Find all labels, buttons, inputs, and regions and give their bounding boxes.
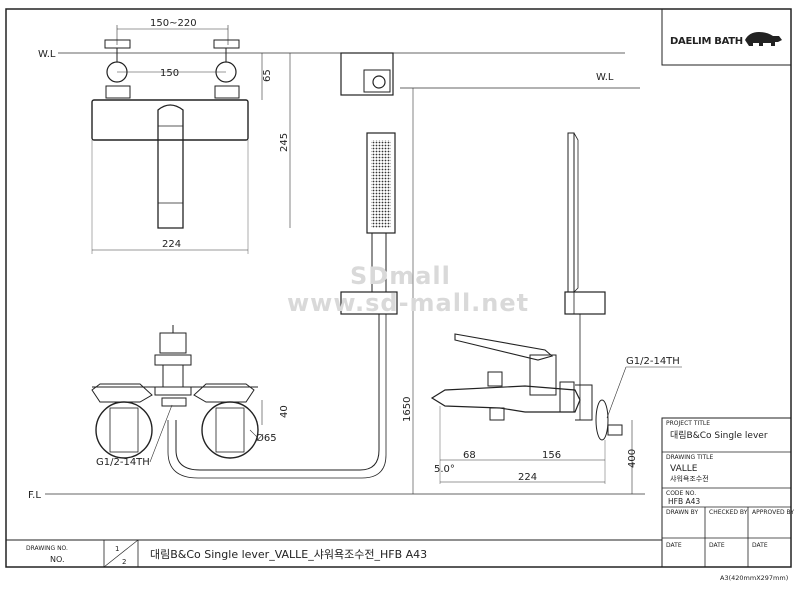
wl-left-label: W.L xyxy=(38,49,56,60)
sheet-total: 2 xyxy=(122,558,126,566)
shower-head xyxy=(366,132,396,234)
fl-label: F.L xyxy=(28,490,41,501)
dim-150: 150 xyxy=(160,68,179,79)
watermark-line2: www.sd-mall.net xyxy=(287,289,529,317)
sheet-number: 1 xyxy=(115,545,119,553)
drawing-title-1: VALLE xyxy=(670,464,698,474)
sheet-border xyxy=(5,8,792,568)
bear-logo-icon xyxy=(745,32,782,46)
lever-handle xyxy=(157,104,184,229)
dim-224-top: 224 xyxy=(162,239,181,250)
side-lever xyxy=(454,333,554,361)
watermark-line1: SDmall xyxy=(350,262,451,290)
side-spout xyxy=(430,385,581,413)
left-eccentric-connector xyxy=(104,39,131,99)
date-label-3: DATE xyxy=(752,542,768,549)
right-eccentric-connector xyxy=(213,39,240,99)
title-block: PROJECT TITLE 대림B&Co Single lever DRAWIN… xyxy=(661,417,794,568)
plan-view: G1/2-14TH 40 Ø65 xyxy=(91,325,290,468)
dim-65-diameter: Ø65 xyxy=(256,432,277,444)
checked-by-label: CHECKED BY xyxy=(709,509,748,516)
wl-right-label: W.L xyxy=(596,72,614,83)
dim-224-side: 224 xyxy=(518,472,537,483)
left-wall-flange xyxy=(95,401,153,459)
g12-left-label: G1/2-14TH xyxy=(96,457,150,468)
bottom-title-bar: DRAWING NO. NO. 1 2 대림B&Co Single lever_… xyxy=(6,539,662,568)
mixer-body xyxy=(91,99,249,141)
dim-400: 400 xyxy=(627,449,638,468)
drawing-title-2: 샤워욕조수전 xyxy=(670,474,709,483)
dim-68: 68 xyxy=(463,450,476,461)
right-wall-flange xyxy=(201,401,259,459)
code-no: HFB A43 xyxy=(668,497,700,506)
date-label-2: DATE xyxy=(709,542,725,549)
dim-156: 156 xyxy=(542,450,561,461)
dim-65: 65 xyxy=(262,69,273,82)
front-view: W.L 150~220 150 65 245 xyxy=(38,18,625,254)
dim-40: 40 xyxy=(279,405,290,418)
wall-bracket xyxy=(340,52,394,96)
brand-logo-box: DAELIM BATH xyxy=(661,8,792,66)
drawing-no-label: DRAWING NO. xyxy=(26,545,68,552)
dim-5-degree: 5.0° xyxy=(434,464,455,475)
approved-by-label: APPROVED BY xyxy=(752,509,794,516)
paper-size: A3(420mmX297mm) xyxy=(720,574,788,582)
dim-245: 245 xyxy=(279,133,290,152)
side-view: W.L G1/2-14TH 1650 400 68 156 xyxy=(400,72,682,494)
drawing-description: 대림B&Co Single lever_VALLE_샤워욕조수전_HFB A43 xyxy=(150,548,427,561)
code-no-label: CODE NO. xyxy=(666,490,696,497)
brand-logo-text: DAELIM BATH xyxy=(670,36,743,47)
hand-shower-front xyxy=(167,52,398,479)
date-label-1: DATE xyxy=(666,542,682,549)
shower-nozzle-grid xyxy=(371,140,391,228)
drawing-title-label: DRAWING TITLE xyxy=(666,454,714,461)
drawing-no-value: NO. xyxy=(50,555,65,564)
shower-hose xyxy=(175,314,380,471)
drawn-by-label: DRAWN BY xyxy=(666,509,698,516)
g12-right-label: G1/2-14TH xyxy=(626,356,680,367)
project-title: 대림B&Co Single lever xyxy=(670,429,768,441)
dim-1650: 1650 xyxy=(402,397,413,422)
project-title-label: PROJECT TITLE xyxy=(666,420,710,427)
dim-150-220: 150~220 xyxy=(150,18,197,29)
